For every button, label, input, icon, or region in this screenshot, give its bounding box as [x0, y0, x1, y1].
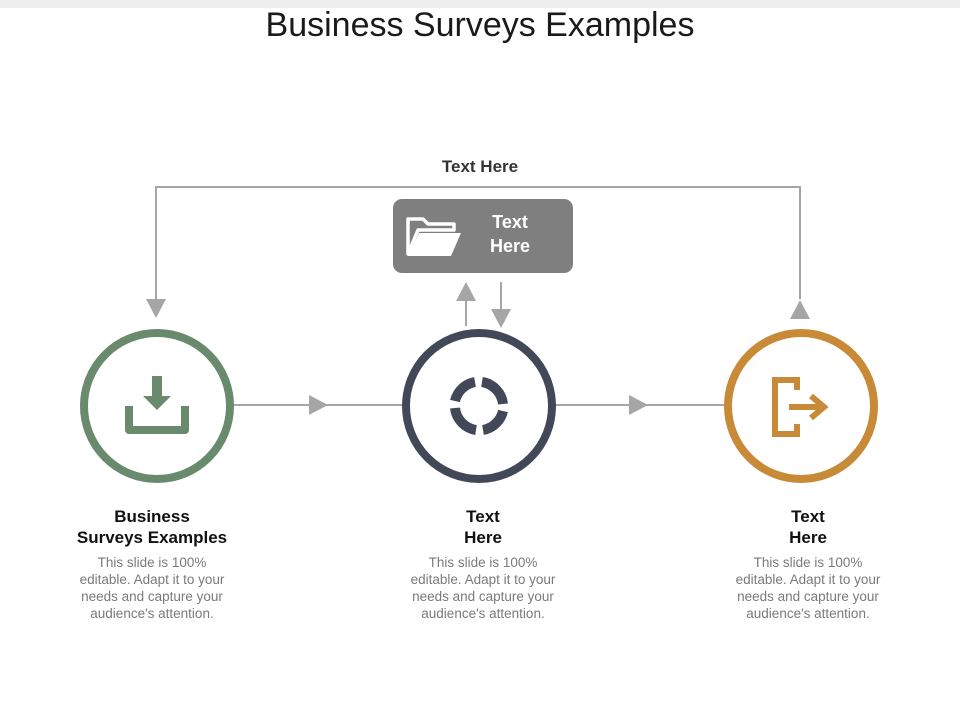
step-2-desc-line: needs and capture your [412, 589, 554, 604]
step-3-desc-line: needs and capture your [737, 589, 879, 604]
step-3-desc-line: audience's attention. [746, 606, 870, 621]
step-2-desc-line: This slide is 100% [428, 555, 538, 570]
step-3-caption: Text Here This slide is 100% editable. A… [698, 506, 918, 622]
step-1-heading-line1: Business [114, 507, 190, 526]
step-2-caption: Text Here This slide is 100% editable. A… [373, 506, 593, 622]
step-1-desc-line: needs and capture your [81, 589, 223, 604]
center-box-label-line2: Here [489, 236, 531, 256]
step-3-desc-line: This slide is 100% [753, 555, 863, 570]
loop-arrowhead-down [146, 299, 166, 318]
download-icon [125, 376, 189, 434]
step-2-description: This slide is 100% editable. Adapt it to… [373, 554, 593, 622]
loop-label: Text Here [441, 157, 519, 176]
up-arrowhead [456, 282, 476, 301]
step-3-heading-line1: Text [791, 507, 825, 526]
step-3-heading-line2: Here [789, 528, 827, 547]
step-2-desc-line: audience's attention. [421, 606, 545, 621]
step-3-description: This slide is 100% editable. Adapt it to… [698, 554, 918, 622]
step-3-desc-line: editable. Adapt it to your [735, 572, 881, 587]
center-box-label-line1: Text [492, 212, 528, 232]
step-3-circle [724, 329, 878, 483]
step-1-desc-line: This slide is 100% [97, 555, 207, 570]
slide-title: Business Surveys Examples [265, 6, 695, 44]
step-1-caption: Business Surveys Examples This slide is … [42, 506, 262, 622]
step-1-circle [80, 329, 234, 483]
step-1-desc-line: editable. Adapt it to your [79, 572, 225, 587]
sign-out-icon [772, 377, 829, 437]
connector-arrowhead-2 [629, 395, 648, 415]
step-2-heading: Text Here [373, 506, 593, 548]
down-arrowhead [491, 309, 511, 328]
step-2-desc-line: editable. Adapt it to your [410, 572, 556, 587]
step-1-heading: Business Surveys Examples [42, 506, 262, 548]
step-1-desc-line: audience's attention. [90, 606, 214, 621]
center-box: Text Here [393, 199, 573, 273]
folder-open-icon [406, 217, 461, 256]
step-2-heading-line2: Here [464, 528, 502, 547]
top-strip [0, 0, 960, 8]
refresh-cycle-icon [450, 377, 508, 435]
step-2-heading-line1: Text [466, 507, 500, 526]
loop-arrowhead-up [790, 300, 810, 319]
step-3-heading: Text Here [698, 506, 918, 548]
step-2-circle [402, 329, 556, 483]
step-1-heading-line2: Surveys Examples [76, 528, 228, 547]
step-1-description: This slide is 100% editable. Adapt it to… [42, 554, 262, 622]
loop-connector [155, 186, 801, 299]
connector-arrowhead-1 [309, 395, 328, 415]
